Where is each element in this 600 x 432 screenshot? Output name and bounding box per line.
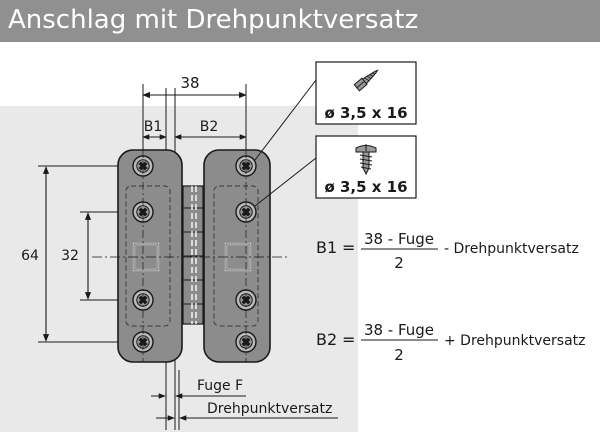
formula-op-term: + Drehpunktversatz bbox=[444, 333, 586, 349]
formula-lhs: B1 bbox=[316, 238, 337, 257]
dimension-b1-b2: B1 B2 bbox=[142, 119, 247, 140]
formula-denominator: 2 bbox=[394, 346, 404, 364]
screw-size-label: ø 3,5 x 16 bbox=[324, 104, 407, 122]
dimension-b1-label: B1 bbox=[144, 119, 163, 135]
page-title: Anschlag mit Drehpunktversatz bbox=[8, 5, 419, 35]
screw-spec-box-1: ø 3,5 x 16 bbox=[315, 61, 417, 125]
formula-denominator: 2 bbox=[394, 254, 404, 272]
dimension-38-label: 38 bbox=[180, 74, 199, 92]
center-lines bbox=[92, 150, 288, 362]
gap-annotation: Fuge F Drehpunktversatz bbox=[151, 378, 338, 421]
dimension-64-label: 64 bbox=[21, 248, 39, 264]
screw-leader-line bbox=[254, 79, 317, 161]
panhead-screw-icon bbox=[355, 144, 377, 176]
formula-numerator: 38 - Fuge bbox=[364, 321, 434, 339]
title-bar: Anschlag mit Drehpunktversatz bbox=[0, 0, 600, 42]
screw-spec-box-2: ø 3,5 x 16 bbox=[315, 135, 417, 199]
formula-equals: = bbox=[342, 238, 355, 257]
hinge-leaf-left bbox=[117, 149, 183, 363]
formula-op-term: - Drehpunktversatz bbox=[444, 241, 579, 257]
formula-numerator: 38 - Fuge bbox=[364, 230, 434, 248]
dimension-32-label: 32 bbox=[61, 248, 79, 264]
gap-label: Fuge F bbox=[197, 378, 243, 394]
pivot-offset-label: Drehpunktversatz bbox=[207, 401, 332, 417]
dimension-32: 32 bbox=[61, 211, 130, 301]
countersunk-screw-icon bbox=[353, 69, 379, 92]
formula-b2: B2 = 38 - Fuge 2 + Drehpunktversatz bbox=[316, 321, 586, 364]
formula-lhs: B2 bbox=[316, 330, 337, 349]
hinge-leaf-right bbox=[203, 149, 271, 363]
screw-leader-line bbox=[254, 157, 317, 207]
screw-size-label: ø 3,5 x 16 bbox=[324, 178, 407, 196]
dimension-38: 38 bbox=[142, 74, 247, 150]
formula-equals: = bbox=[342, 330, 355, 349]
hinge-barrel bbox=[182, 185, 204, 325]
formula-b1: B1 = 38 - Fuge 2 - Drehpunktversatz bbox=[316, 230, 579, 272]
dimension-64: 64 bbox=[21, 165, 118, 343]
dimension-b2-label: B2 bbox=[200, 119, 219, 135]
